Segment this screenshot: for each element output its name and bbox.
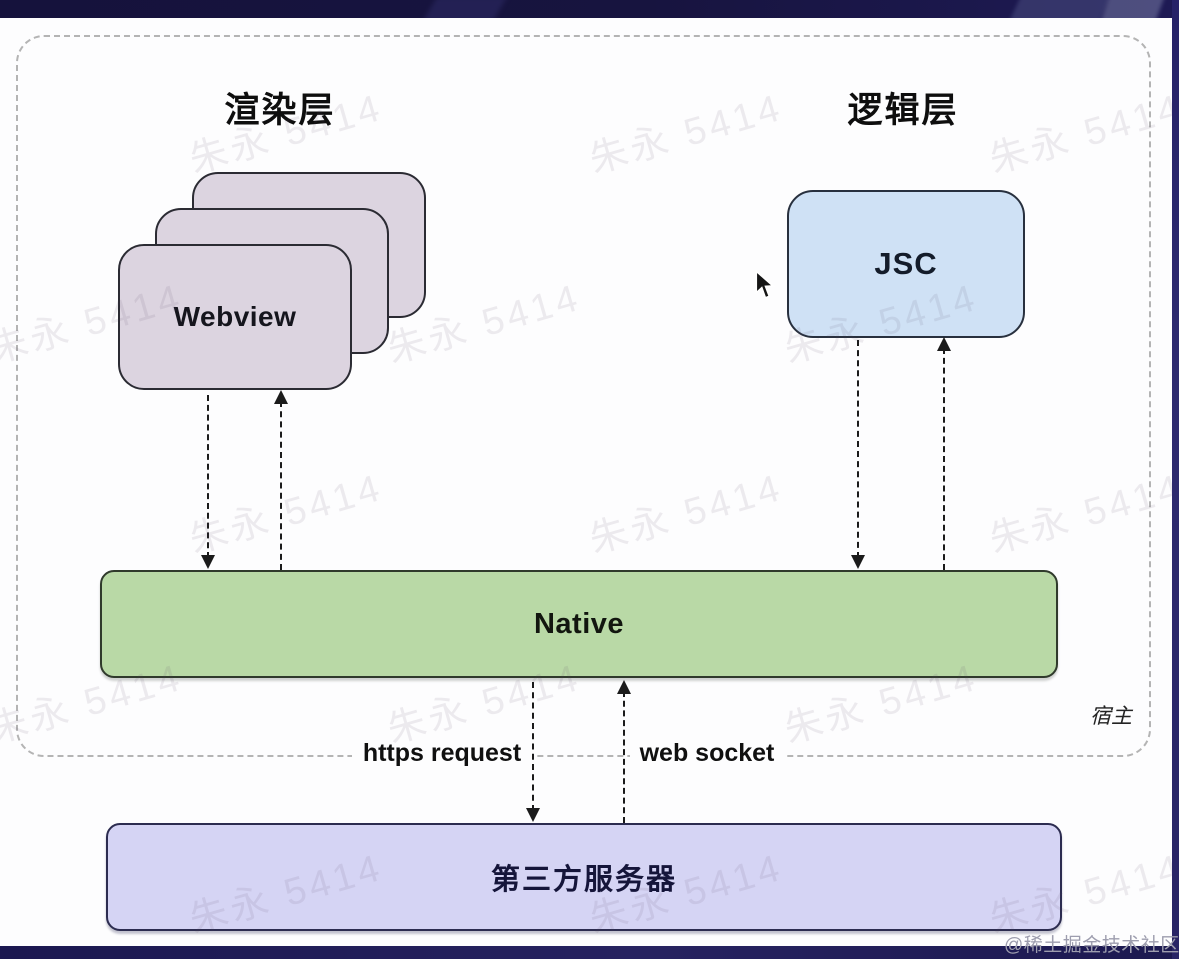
https-request-label: https request bbox=[352, 738, 532, 769]
server-label: 第三方服务器 bbox=[490, 864, 677, 896]
top-bar-glow bbox=[1098, 0, 1167, 18]
arrow-line bbox=[857, 340, 859, 558]
bottom-bar bbox=[0, 946, 1179, 959]
top-bar-glow bbox=[422, 0, 508, 18]
arrow-line bbox=[207, 395, 209, 558]
host-boundary-frame bbox=[16, 35, 1151, 757]
top-bar-glow bbox=[1008, 0, 1112, 18]
arrowhead-down-icon bbox=[526, 808, 540, 822]
native-label: Native bbox=[533, 607, 625, 640]
arrow-line bbox=[532, 682, 534, 811]
logic-layer-title: 逻辑层 bbox=[847, 91, 959, 130]
render-layer-title: 渲染层 bbox=[224, 91, 336, 130]
native-bar: Native bbox=[100, 570, 1058, 678]
arrowhead-down-icon bbox=[851, 555, 865, 569]
host-label: 宿主 bbox=[1090, 705, 1132, 728]
mouse-cursor-icon bbox=[755, 270, 775, 300]
webview-card-front: Webview bbox=[118, 244, 352, 390]
juejin-watermark-credit: @稀土掘金技术社区 bbox=[1004, 935, 1179, 956]
jsc-box: JSC bbox=[787, 190, 1025, 338]
arrow-line bbox=[280, 401, 282, 570]
top-bar bbox=[0, 0, 1179, 18]
arrowhead-up-icon bbox=[937, 337, 951, 351]
right-edge-stripe bbox=[1172, 0, 1179, 959]
web-socket-label: web socket bbox=[630, 738, 784, 769]
arrowhead-down-icon bbox=[201, 555, 215, 569]
arrow-line bbox=[943, 348, 945, 570]
arrow-line bbox=[623, 691, 625, 823]
third-party-server-box: 第三方服务器 bbox=[106, 823, 1062, 931]
arrowhead-up-icon bbox=[274, 390, 288, 404]
arrowhead-up-icon bbox=[617, 680, 631, 694]
jsc-label: JSC bbox=[874, 246, 938, 281]
webview-label: Webview bbox=[173, 301, 297, 332]
